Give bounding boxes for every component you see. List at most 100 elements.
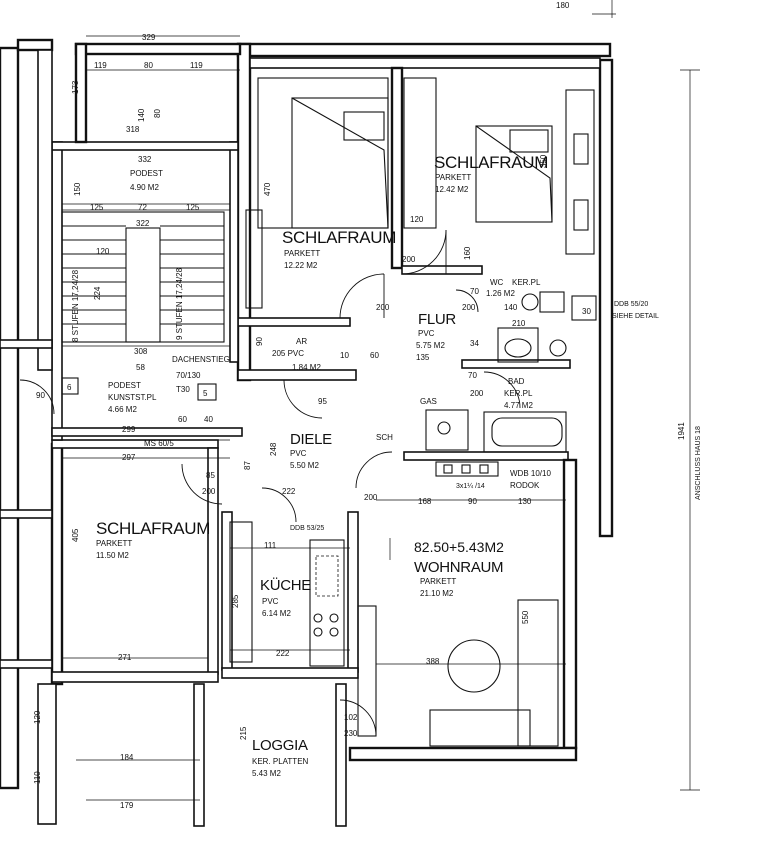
- dimension-value: 60: [178, 415, 187, 424]
- dimension-lines: [62, 0, 700, 801]
- dimension-value: 102: [344, 713, 358, 722]
- dimension-value: 90: [468, 497, 477, 506]
- sch-label: SCH: [376, 433, 393, 442]
- dimension-value: 95: [318, 397, 327, 406]
- sofa: [517, 599, 559, 747]
- dimension-value: 150: [73, 182, 82, 196]
- room-name-flur: FLUR: [418, 311, 456, 328]
- room-name-ar: AR: [296, 337, 307, 346]
- dimension-value: 285: [231, 594, 240, 608]
- dimension-value: 111: [264, 541, 277, 550]
- bed-nw: [257, 77, 389, 229]
- dimension-value: 120: [410, 215, 424, 224]
- room-floor-wc: KER.PL: [512, 278, 541, 287]
- fixtures: [61, 77, 597, 747]
- room-area-schlaf-w: 11.50 M2: [96, 551, 129, 560]
- dimension-value: 329: [142, 33, 156, 42]
- stair-steps-right: 9 STUFEN 17,24/28: [175, 267, 184, 340]
- dimension-value: 248: [269, 442, 278, 456]
- dimension-value: 200: [402, 255, 416, 264]
- ddb-kueche-label: DDB 53/25: [290, 525, 324, 532]
- room-floor-schlaf-ne: PARKETT: [435, 173, 471, 182]
- stair-steps-left: 8 STUFEN 17,24/28: [71, 269, 80, 342]
- staircase: [61, 211, 225, 343]
- dimension-value: 224: [93, 286, 102, 300]
- room-floor-loggia: KER. PLATTEN: [252, 757, 309, 766]
- room-area-loggia: 5.43 M2: [252, 769, 281, 778]
- room-area-flur: 5.75 M2: [416, 341, 445, 350]
- room-floor-diele: PVC: [290, 449, 307, 458]
- dimension-value: 179: [120, 801, 134, 810]
- dimension-value: 58: [136, 363, 145, 372]
- dimension-value: 70: [470, 287, 479, 296]
- dachenstieg-size: 70/130: [176, 371, 201, 380]
- toilet: [521, 293, 539, 311]
- room-name-bad: BAD: [508, 377, 525, 386]
- dimension-value: 215: [239, 726, 248, 740]
- dimension-value: 10: [340, 351, 349, 360]
- wardrobe-ne: [403, 77, 437, 229]
- dimension-value: 60: [370, 351, 379, 360]
- dimension-value: 90: [36, 391, 45, 400]
- room-area-diele: 5.50 M2: [290, 461, 319, 470]
- dimension-value: 332: [138, 155, 152, 164]
- room-floor-ar: 205 PVC: [272, 349, 304, 358]
- wdb-label: WDB 10/10: [510, 469, 551, 478]
- dimension-value: 322: [136, 219, 150, 228]
- room-area-podest-mid: 4.66 M2: [108, 405, 137, 414]
- room-floor-bad: KER.PL: [504, 389, 533, 398]
- walls: [0, 38, 614, 827]
- room-area-bad: 4.77 M2: [504, 401, 533, 410]
- dimension-value: 110: [33, 771, 42, 784]
- dimension-value: 30: [582, 307, 591, 316]
- dimension-value: 72: [138, 203, 147, 212]
- dimension-value: 184: [120, 753, 134, 762]
- round-table: [447, 639, 501, 693]
- dimension-value: 80: [153, 109, 162, 118]
- dimension-value: 80: [144, 61, 153, 70]
- dimension-value: 297: [122, 453, 136, 462]
- room-name-wohn: WOHNRAUM: [414, 559, 503, 576]
- room-floor-schlaf-w: PARKETT: [96, 539, 132, 548]
- dimension-value: 222: [276, 649, 290, 658]
- marker-5: 5: [203, 389, 208, 398]
- room-name-podest-top: PODEST: [130, 169, 163, 178]
- room-area-ar: 1.84 M2: [292, 363, 321, 372]
- room-floor-flur: PVC: [418, 329, 435, 338]
- room-floor-podest-mid: KUNSTST.PL: [108, 393, 157, 402]
- room-name-schlaf-nw: SCHLAFRAUM: [282, 228, 396, 247]
- wardrobe-ne-right: [565, 89, 595, 255]
- gas-heater: [425, 409, 469, 451]
- stair-labels: 8 STUFEN 17,24/28 9 STUFEN 17,24/28 DACH…: [61, 267, 230, 448]
- dimension-value: 125: [186, 203, 200, 212]
- dimension-value: 200: [470, 389, 484, 398]
- door-swings: [19, 229, 521, 737]
- dimension-value: 550: [521, 610, 530, 624]
- room-area-schlaf-nw: 12.22 M2: [284, 261, 318, 270]
- room-height-flur: 135: [416, 353, 430, 362]
- bathtub: [483, 411, 567, 453]
- room-name-loggia: LOGGIA: [252, 737, 308, 754]
- dimension-value: 119: [94, 61, 107, 70]
- room-area-podest-top: 4.90 M2: [130, 183, 159, 192]
- dimension-value: 168: [418, 497, 432, 506]
- dimension-value: 470: [263, 182, 272, 196]
- top-right-dim: 180: [556, 1, 570, 10]
- dimension-value: 140: [137, 108, 146, 122]
- dimension-value: 230: [344, 729, 358, 738]
- dimension-value: 130: [518, 497, 532, 506]
- room-name-diele: DIELE: [290, 431, 332, 448]
- gas-label: GAS: [420, 397, 437, 406]
- dimension-value: 87: [243, 461, 252, 470]
- dimension-value: 140: [504, 303, 518, 312]
- dimension-value: 200: [462, 303, 476, 312]
- annotations: DDB 55/20 SIEHE DETAIL GAS SCH WDB 10/10…: [290, 1, 702, 532]
- dimension-value: 318: [126, 125, 140, 134]
- dimension-value: 308: [134, 347, 148, 356]
- dimension-value: 299: [122, 425, 136, 434]
- dimension-numbers: 329 119 80 119 173 140 80 318 332 150 12…: [33, 33, 591, 810]
- rodok-label: RODOK: [510, 481, 540, 490]
- ms-label: MS 60/5: [144, 439, 174, 448]
- dimension-value: 85: [206, 471, 215, 480]
